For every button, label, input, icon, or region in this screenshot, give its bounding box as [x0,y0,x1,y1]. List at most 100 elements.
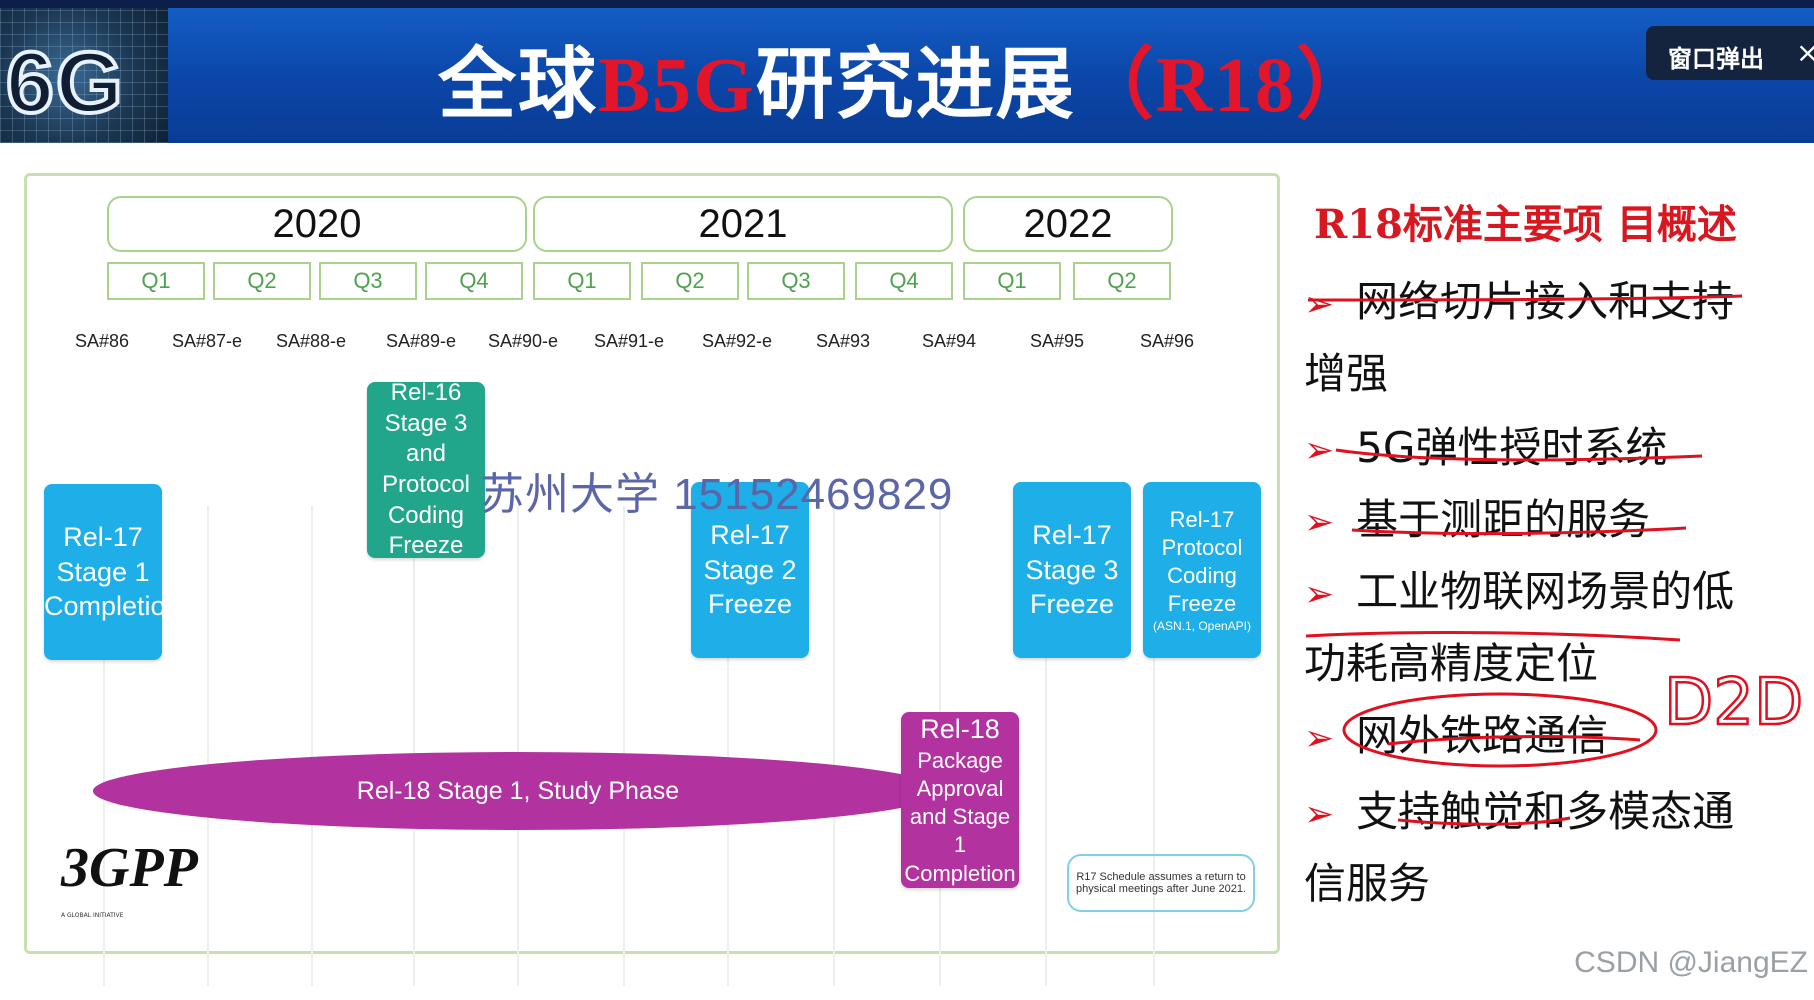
timeline-figure: 2020 2021 2022 Q1 Q2 Q3 Q4 Q1 Q2 Q3 Q4 Q… [24,173,1280,954]
milestone-line: Stage 3 and [367,409,485,470]
list-item-text: 网外铁路通信 [1356,711,1608,760]
note-line: physical meetings after June 2021. [1069,883,1253,895]
arrow-icon: ➢ [1304,430,1334,471]
quarter-box: Q3 [747,262,845,300]
milestone-line: and Stage 1 [901,803,1019,859]
quarter-box: Q4 [425,262,523,300]
milestone-line: Coding Freeze [1143,562,1261,618]
milestone-line: Freeze [1013,587,1131,622]
quarter-box: Q3 [319,262,417,300]
list-item: ➢ 基于测距的服务 [1304,486,1650,547]
title-part2: 研究进展 [756,40,1076,130]
meeting-label: SA#94 [899,331,999,352]
milestone-rel16-stage3: Rel-16 Stage 3 and Protocol Coding Freez… [367,382,485,558]
list-item-continuation: 增强 [1304,340,1388,401]
popup-label: 窗口弹出 [1668,39,1764,74]
arrow-icon: ➢ [1304,574,1334,615]
grid-line [623,506,625,986]
grid-line [833,506,835,986]
milestone-line: Completion [901,860,1019,888]
3gpp-logo: 3GPP A GLOBAL INITIATIVE [61,836,151,926]
milestone-line: Stage 2 [691,553,809,588]
arrow-icon: ➢ [1304,284,1334,325]
title-part1: 全球 [438,40,598,130]
list-item: ➢ 工业物联网场景的低 [1304,558,1734,619]
list-item-text: 支持触觉和多模态通 [1356,787,1734,836]
logo-subtitle: A GLOBAL INITIATIVE [61,912,123,919]
grid-line [207,506,209,986]
arrow-icon: ➢ [1304,794,1334,835]
milestone-rel17-protocol: Rel-17 Protocol Coding Freeze (ASN.1, Op… [1143,482,1261,658]
meeting-label: SA#92-e [687,331,787,352]
quarter-box: Q1 [533,262,631,300]
milestone-line: Rel-17 [691,518,809,553]
handwritten-label: D2D [1664,666,1803,740]
csdn-watermark: CSDN @JiangEZ [1574,946,1808,980]
milestone-line: Protocol [1143,534,1261,562]
milestone-rel17-stage3: Rel-17 Stage 3 Freeze [1013,482,1131,658]
milestone-line: Coding Freeze [367,501,485,562]
milestone-rel17-stage1: Rel-17 Stage 1 Completion [44,484,162,660]
summary-title: R18标准主要项 目概述 [1314,192,1737,250]
year-2020: 2020 [107,196,527,252]
quarter-box: Q4 [855,262,953,300]
milestone-line: Completion [44,589,162,624]
grid-line [311,506,313,986]
list-item-text: 基于测距的服务 [1356,495,1650,544]
milestone-line: Rel-17 [44,520,162,555]
list-item-continuation: 功耗高精度定位 [1304,630,1598,691]
milestone-line: Rel-17 [1143,506,1261,534]
list-item-text: 网络切片接入和支持 [1356,277,1734,326]
list-item-text: 信服务 [1304,859,1430,908]
list-item-text: 功耗高精度定位 [1304,639,1598,688]
milestone-line: Freeze [691,587,809,622]
quarter-box: Q2 [213,262,311,300]
list-item: ➢ 网外铁路通信 [1304,702,1608,763]
list-item-text: 工业物联网场景的低 [1356,567,1734,616]
milestone-line: Rel-16 [367,378,485,409]
quarter-box: Q2 [1073,262,1171,300]
meeting-label: SA#93 [793,331,893,352]
overlay-contact-text: 苏州大学 15152469829 [480,458,953,522]
grid-line [413,506,415,986]
milestone-line: Approval [901,775,1019,803]
quarter-box: Q1 [107,262,205,300]
popup-window-button[interactable]: 窗口弹出 × [1646,26,1814,80]
list-item: ➢ 网络切片接入和支持 [1304,268,1734,329]
list-item-continuation: 信服务 [1304,850,1430,911]
milestone-line: Stage 3 [1013,553,1131,588]
list-item: ➢ 5G弹性授时系统 [1304,414,1667,475]
slide-title: 全球B5G研究进展（R18） [0,22,1814,134]
meeting-label: SA#89-e [371,331,471,352]
meeting-label: SA#87-e [157,331,257,352]
arrow-icon: ➢ [1304,502,1334,543]
note-line: R17 Schedule assumes a return to [1069,871,1253,883]
milestone-line: Protocol [367,470,485,501]
quarter-box: Q1 [963,262,1061,300]
milestone-rel18-package: Rel-18 Package Approval and Stage 1 Comp… [901,712,1019,888]
schedule-note: R17 Schedule assumes a return to physica… [1067,854,1255,912]
year-2022: 2022 [963,196,1173,252]
meeting-label: SA#95 [1007,331,1107,352]
title-suffix: （R18） [1076,41,1376,128]
title-highlight: B5G [598,41,756,128]
meeting-label: SA#96 [1117,331,1217,352]
list-item: ➢ 支持触觉和多模态通 [1304,778,1734,839]
list-item-text: 5G弹性授时系统 [1356,423,1667,472]
slide-header: 6G 全球B5G研究进展（R18） 窗口弹出 × [0,0,1814,143]
milestone-line: Rel-18 [901,712,1019,747]
close-icon[interactable]: × [1796,36,1814,69]
milestone-line: Package [901,747,1019,775]
meeting-label: SA#86 [52,331,152,352]
milestone-line: Rel-17 [1013,518,1131,553]
meeting-label: SA#90-e [473,331,573,352]
grid-line [517,506,519,986]
arrow-icon: ➢ [1304,718,1334,759]
meeting-label: SA#88-e [261,331,361,352]
logo-text: 3GPP [61,836,198,900]
quarter-box: Q2 [641,262,739,300]
milestone-line: Stage 1 [44,555,162,590]
study-phase-bar: Rel-18 Stage 1, Study Phase [93,752,943,830]
header-top-strip [0,0,1814,8]
year-2021: 2021 [533,196,953,252]
